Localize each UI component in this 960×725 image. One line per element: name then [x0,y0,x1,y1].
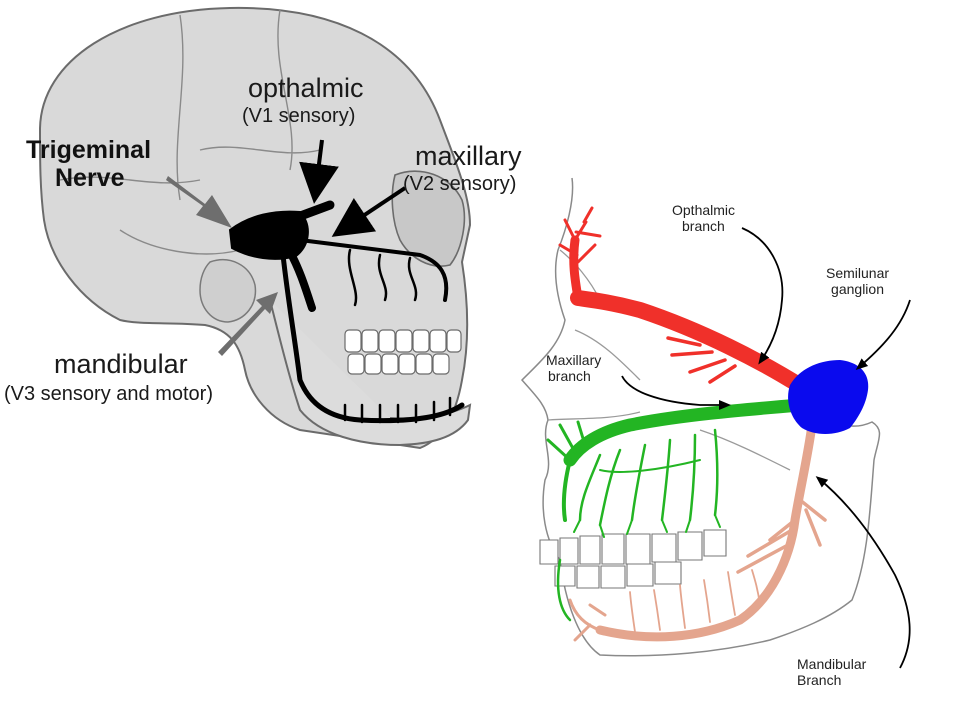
ear-region [199,259,257,323]
mandibular-branch-pointer [815,476,911,669]
semilunar-ganglion [788,360,869,434]
semilunar-pointer [855,299,911,370]
left-skull [38,6,472,450]
right-pointer-arrows [621,227,911,669]
maxillary-branch-label: Maxillary branch [546,352,601,384]
ophthalmic-branch-pointer [741,227,784,365]
mandibular-branch-label: Mandibular Branch [797,656,866,688]
trigeminal-label-line1: Trigeminal [26,136,152,164]
mandibular-label: mandibular (V3 sensory and motor) [4,349,213,405]
left-trigeminal-nerve [228,200,465,424]
maxillary-branch-line1: Maxillary [546,352,602,368]
trigeminal-arrow [166,176,232,228]
ophthalmic-branch-line1: Opthalmic [672,202,736,218]
semilunar-line2: ganglion [831,281,884,298]
maxillary-arrow [331,186,407,237]
right-skull-outline [520,177,881,657]
maxillary-name: maxillary [415,141,522,171]
maxillary-label: maxillary (V2 sensory) [403,141,522,195]
ophthalmic-branch-label: Opthalmic branch [672,202,735,234]
semilunar-line1: Semilunar [826,265,890,281]
suture-lines [59,9,321,255]
ophthalmic-detail: (V1 sensory) [242,105,356,128]
maxillary-branch-pointer [621,375,731,410]
ophthalmic-name: opthalmic [248,73,364,103]
mandibular-branch-line2: Branch [797,672,842,689]
mandibular-branch-nerve [568,420,827,642]
trigeminal-label-line2: Nerve [55,164,125,192]
teeth [344,329,462,375]
maxillary-branch-line2: branch [548,368,591,385]
mandibular-name: mandibular [54,349,188,379]
right-teeth [539,529,727,589]
semilunar-label: Semilunar ganglion [826,265,889,297]
trigeminal-label: Trigeminal Nerve [26,136,151,192]
mandibular-detail: (V3 sensory and motor) [4,383,213,406]
mandibular-arrow [218,292,278,356]
ophthalmic-branch-line2: branch [682,218,725,235]
right-orbit-outline [547,249,791,471]
ophthalmic-label: opthalmic (V1 sensory) [242,73,364,127]
maxillary-branch-nerve [546,398,807,622]
ophthalmic-arrow [299,139,339,204]
orbit [391,170,466,267]
left-gray-arrows [166,176,278,356]
left-black-arrows [299,139,407,237]
mandibular-branch-line1: Mandibular [797,656,867,672]
maxillary-detail: (V2 sensory) [403,173,517,196]
ophthalmic-branch-nerve [558,206,818,400]
right-skull [520,177,911,669]
